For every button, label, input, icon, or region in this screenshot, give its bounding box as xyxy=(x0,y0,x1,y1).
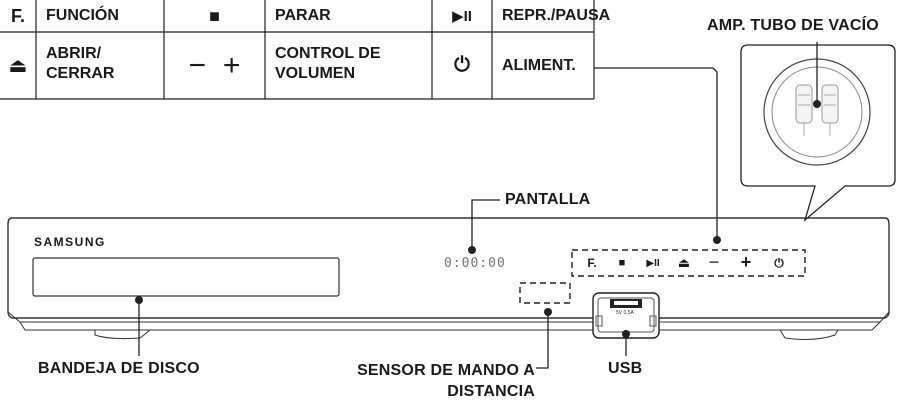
disc-tray-label: BANDEJA DE DISCO xyxy=(38,360,200,378)
panel-eject-button[interactable]: ⏏ xyxy=(673,255,695,271)
panel-power-button[interactable]: ⏻ xyxy=(768,255,790,271)
panel-play-pause-button[interactable]: ▶II xyxy=(641,255,665,271)
remote-sensor-label: SENSOR DE MANDO A DISTANCIA xyxy=(310,360,535,402)
open-close-label: ABRIR/ CERRAR xyxy=(46,44,156,84)
stop-symbol: ■ xyxy=(164,0,265,32)
function-symbol: F. xyxy=(0,0,36,32)
tube-amp-label: AMP. TUBO DE VACÍO xyxy=(707,17,879,35)
play-pause-label: REPR./PAUSA xyxy=(502,6,610,26)
panel-function-button[interactable]: F. xyxy=(581,255,603,271)
power-symbol: ⏻ xyxy=(432,32,492,99)
brand-logo: SAMSUNG xyxy=(34,235,106,249)
tube-amp-bubble xyxy=(741,45,895,220)
volume-label: CONTROL DE VOLUMEN xyxy=(275,44,425,84)
panel-volume-down-button[interactable]: − xyxy=(703,253,725,271)
play-pause-symbol: ▶II xyxy=(432,0,492,32)
panel-stop-button[interactable]: ■ xyxy=(611,255,633,271)
usb-label: USB xyxy=(608,360,642,378)
volume-symbol: − + xyxy=(164,32,265,99)
power-label: ALIMENT. xyxy=(502,56,576,76)
device-body xyxy=(8,218,889,339)
usb-rating: 5V 0.5A xyxy=(616,310,634,316)
function-label: FUNCIÓN xyxy=(46,6,119,26)
front-display: 0:00:00 xyxy=(444,256,506,271)
eject-symbol: ⏏ xyxy=(0,32,36,99)
display-label: PANTALLA xyxy=(505,191,590,209)
panel-volume-up-button[interactable]: + xyxy=(735,253,757,271)
stop-label: PARAR xyxy=(275,6,331,26)
